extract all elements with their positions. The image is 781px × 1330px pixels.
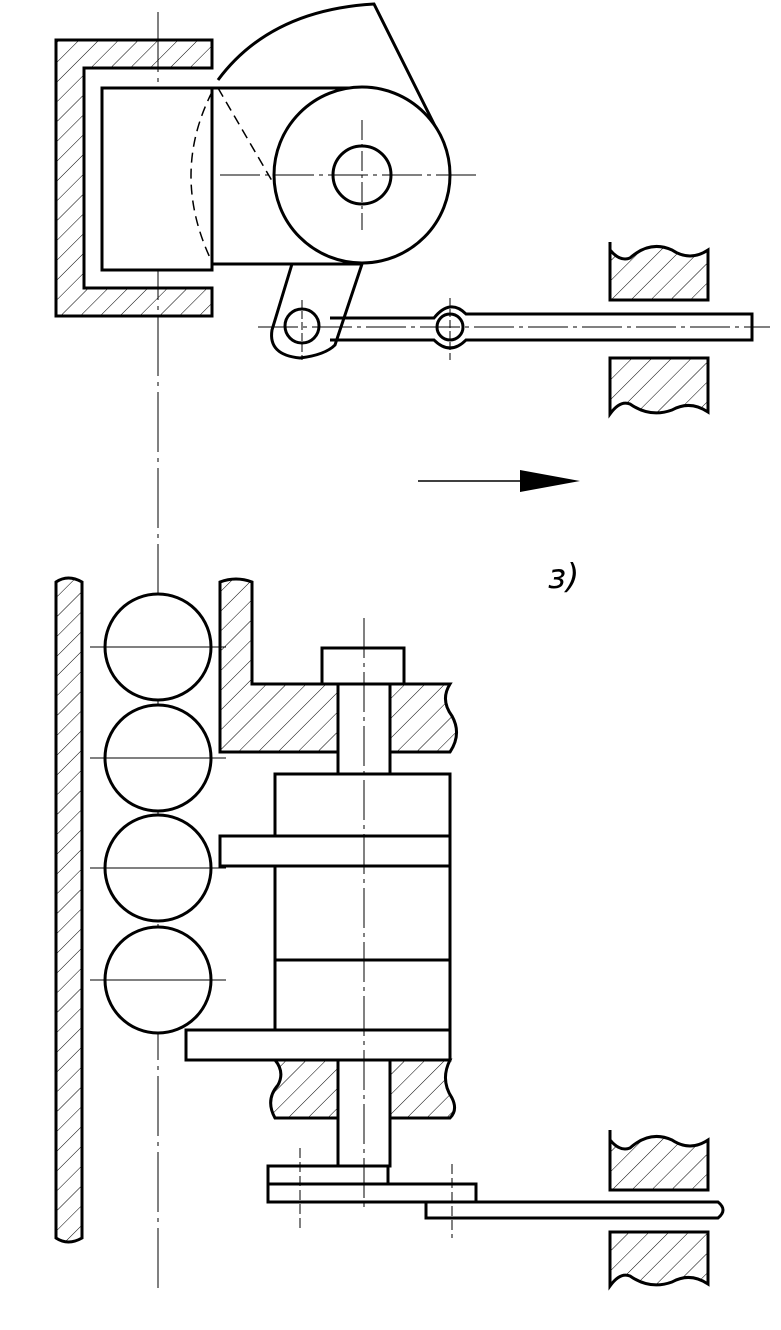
- output-rod: [424, 1200, 725, 1220]
- top-mechanism: [54, 2, 770, 419]
- bolt-head: [320, 646, 406, 686]
- bottom-mechanism: [54, 576, 725, 1291]
- output-guide-upper: [608, 1130, 710, 1192]
- flange-top: [266, 1164, 390, 1186]
- rod-guide-upper: [608, 242, 710, 302]
- flange-bottom: [266, 1182, 478, 1204]
- motion-arrowhead: [520, 470, 580, 492]
- output-guide-lower: [608, 1230, 710, 1291]
- slider-block: [100, 86, 214, 272]
- top-guide-hatched: [54, 38, 214, 318]
- cylinder-body: [273, 772, 452, 1032]
- dashed-arc: [190, 91, 213, 263]
- construction-line: [217, 87, 276, 187]
- lever-pin-left: [283, 307, 321, 345]
- upper-frame-hatched: [218, 577, 458, 754]
- pusher-plate: [218, 834, 452, 868]
- lever-link: [270, 263, 364, 360]
- base-plate: [184, 1028, 452, 1062]
- figure-label: з): [548, 557, 579, 597]
- rod-guide-lower: [608, 356, 710, 419]
- left-wall-hatched: [54, 576, 84, 1244]
